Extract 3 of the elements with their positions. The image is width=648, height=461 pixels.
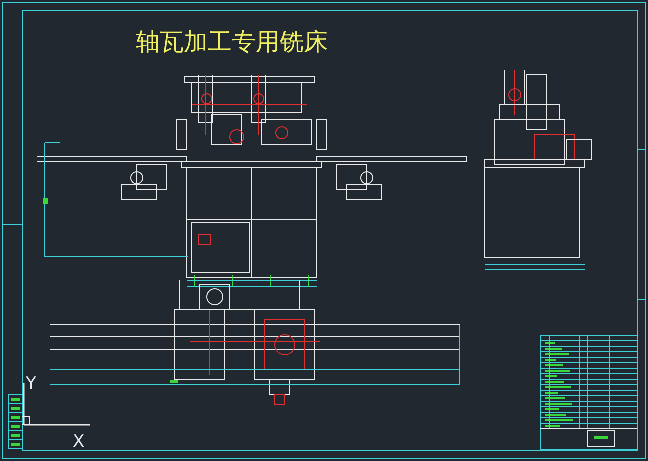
- drawing-title: 轴瓦加工专用铣床: [136, 27, 328, 58]
- axis-label: X: [73, 432, 85, 452]
- axis-label: Y: [26, 374, 36, 394]
